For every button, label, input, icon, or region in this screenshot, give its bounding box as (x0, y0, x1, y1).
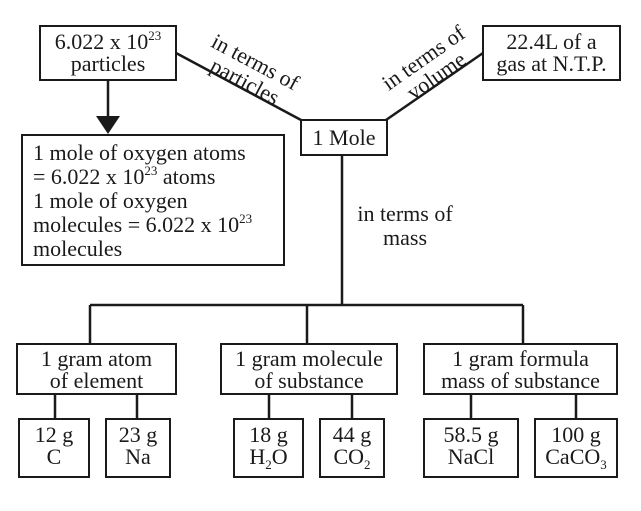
center-node-1-mole: 1 Mole (300, 119, 388, 156)
example-carbon: 12 g C (18, 418, 90, 478)
example-sodium: 23 g Na (105, 418, 171, 478)
particles-node: 6.022 x 1023 particles (39, 25, 177, 81)
example-carbon-dioxide: 44 g CO2 (319, 418, 385, 478)
oxygen-example-node: 1 mole of oxygen atoms = 6.022 x 1023 at… (21, 134, 285, 266)
example-sodium-chloride: 58.5 g NaCl (423, 418, 519, 478)
edge-label-mass: in terms of mass (357, 201, 453, 250)
edge-particles-line (175, 51, 302, 122)
example-water: 18 g H2O (233, 418, 304, 478)
arrow-head-icon (96, 116, 120, 134)
example-calcium-carbonate: 100 g CaCO3 (534, 418, 618, 478)
category-gram-atom: 1 gram atom of element (16, 343, 177, 395)
edge-volume-line (385, 51, 484, 122)
volume-node: 22.4L of a gas at N.T.P. (482, 25, 621, 81)
category-gram-formula-mass: 1 gram formula mass of substance (423, 343, 618, 395)
category-gram-molecule: 1 gram molecule of substance (220, 343, 398, 395)
